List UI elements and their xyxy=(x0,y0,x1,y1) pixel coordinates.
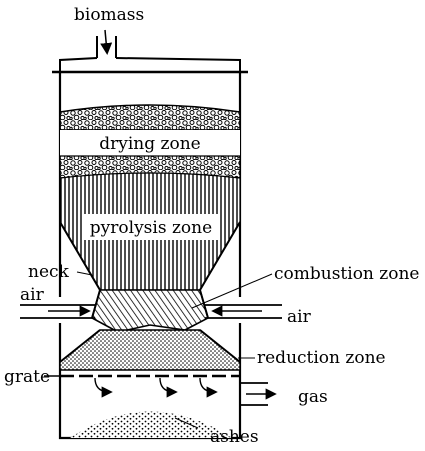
reactor-lid xyxy=(59,57,241,72)
label-gas: gas xyxy=(298,387,328,407)
label-reduction-zone: reduction zone xyxy=(257,348,386,368)
label-grate: grate xyxy=(4,367,50,387)
label-pyrolysis-zone: pyrolysis zone xyxy=(90,218,212,238)
biomass-inlet xyxy=(96,29,117,58)
label-drying-zone: drying zone xyxy=(99,134,201,154)
label-neck: neck xyxy=(28,262,70,282)
label-combustion-zone: combustion zone xyxy=(274,264,420,284)
label-air-right: air xyxy=(287,307,312,327)
drying-bed-top xyxy=(59,104,241,131)
air-inlet-left xyxy=(20,304,95,319)
ash-pile xyxy=(70,411,232,438)
label-biomass: biomass xyxy=(74,5,144,25)
label-air-left: air xyxy=(20,285,45,305)
gas-flow-arrows xyxy=(94,377,218,398)
reduction-zone xyxy=(59,329,241,371)
combustion-zone xyxy=(91,289,209,333)
air-inlet-right xyxy=(205,304,282,319)
gas-outlet xyxy=(240,382,277,406)
label-ashes: ashes xyxy=(210,427,259,447)
